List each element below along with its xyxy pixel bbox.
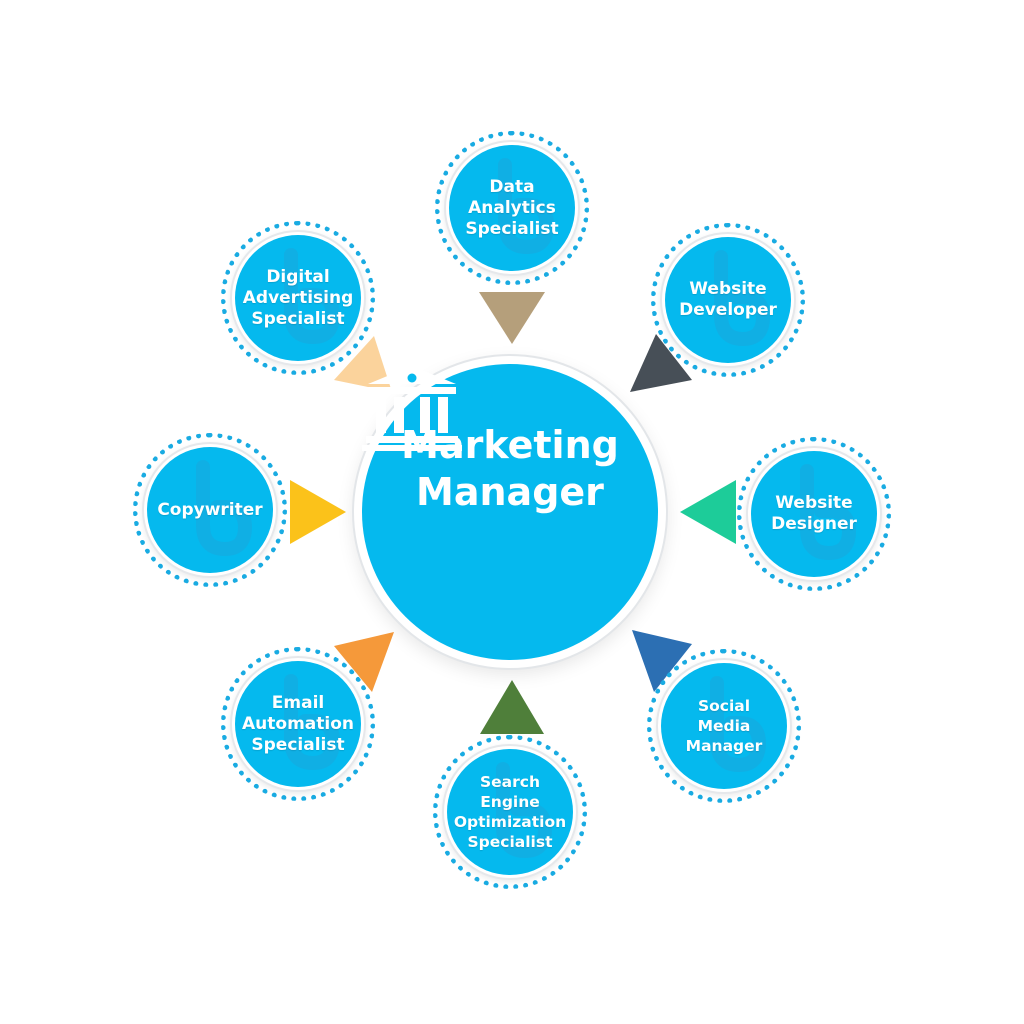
role-label: Website Developer (679, 279, 777, 320)
b-letter-icon (196, 460, 253, 557)
ring-email-automation-specialist (221, 647, 375, 801)
ring-digital-advertising-specialist (221, 221, 375, 375)
node-email-automation-specialist: Email Automation Specialist (235, 661, 361, 787)
node-social-media-manager: Social Media Manager (661, 663, 787, 789)
node-digital-advertising-specialist: Digital Advertising Specialist (235, 235, 361, 361)
pointer-email-automation-specialist (334, 632, 394, 692)
pointer-copywriter (290, 480, 346, 544)
ring-data-analytics-specialist (435, 131, 589, 285)
b-letter-icon (496, 762, 553, 859)
role-label: Data Analytics Specialist (465, 176, 559, 239)
marketing-manager-hub: Marketing Manager (362, 364, 658, 660)
role-label: Digital Advertising Specialist (242, 266, 354, 329)
pointer-website-designer (680, 480, 736, 544)
node-website-developer: Website Developer (665, 237, 791, 363)
role-label: Search Engine Optimization Specialist (453, 773, 567, 851)
node-website-designer: Website Designer (751, 451, 877, 577)
b-letter-icon (498, 158, 555, 255)
pointer-website-developer (630, 334, 692, 392)
pointer-data-analytics-specialist (479, 292, 545, 344)
pointer-social-media-manager (632, 630, 692, 692)
role-label: Social Media Manager (685, 697, 763, 755)
pointer-search-engine-optimization-specialist (480, 680, 544, 734)
ring-website-designer (737, 437, 891, 591)
node-search-engine-optimization-specialist: Search Engine Optimization Specialist (447, 749, 573, 875)
pointer-digital-advertising-specialist (334, 336, 392, 392)
b-letter-icon (800, 464, 857, 561)
node-data-analytics-specialist: Data Analytics Specialist (449, 145, 575, 271)
ring-search-engine-optimization-specialist (433, 735, 587, 889)
role-label: Email Automation Specialist (242, 692, 354, 755)
bank-icon (362, 366, 462, 451)
b-letter-icon (284, 674, 341, 771)
node-copywriter: Copywriter (147, 447, 273, 573)
b-letter-icon (284, 248, 341, 345)
ring-website-developer (651, 223, 805, 377)
role-label: Copywriter (157, 499, 263, 520)
b-letter-icon (714, 250, 771, 347)
b-letter-icon (710, 676, 767, 773)
ring-social-media-manager (647, 649, 801, 803)
ring-copywriter (133, 433, 287, 587)
role-label: Website Designer (771, 493, 857, 534)
